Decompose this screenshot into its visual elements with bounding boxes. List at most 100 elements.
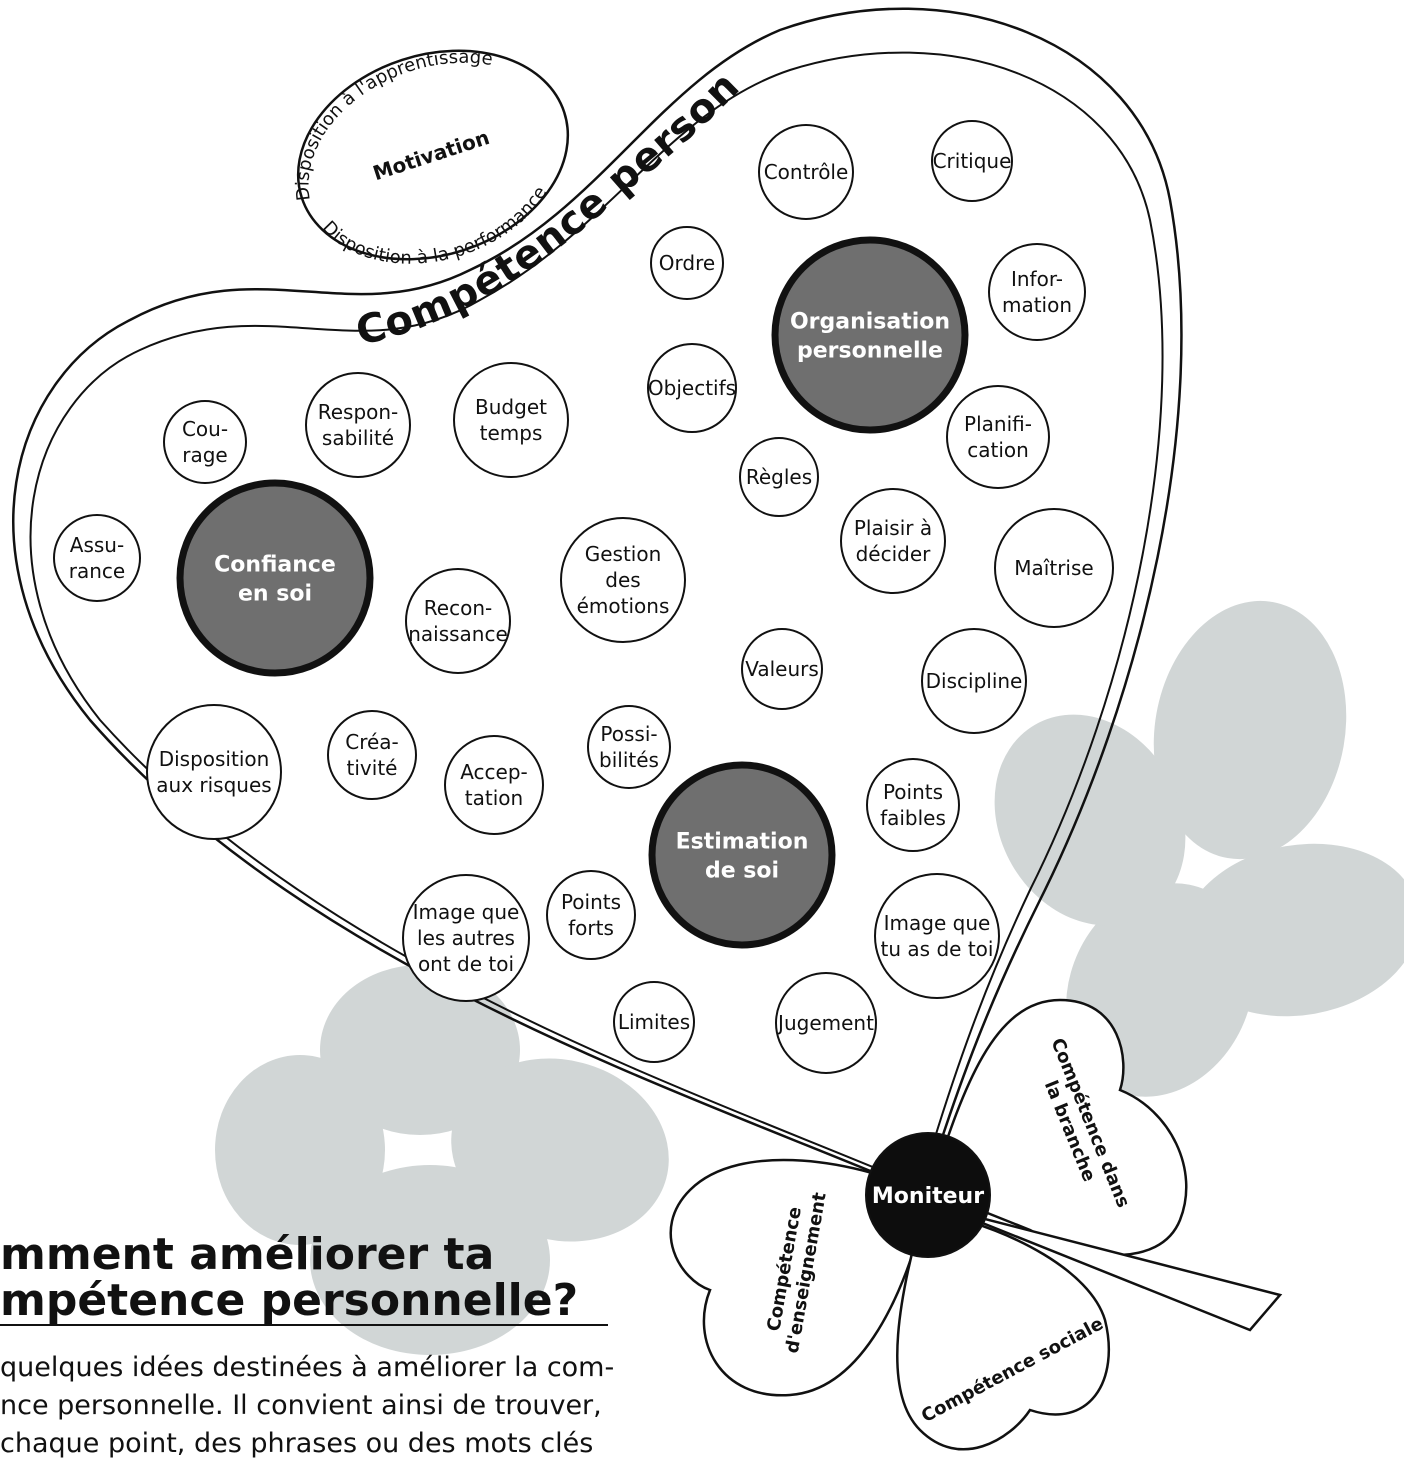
node-label: Valeurs [745, 657, 819, 681]
node-circle [305, 372, 411, 478]
stem [949, 1208, 1283, 1332]
node-circle [405, 568, 511, 674]
node-circle [613, 981, 695, 1063]
node-circle [758, 124, 854, 220]
node-jugement: Jugement [775, 972, 877, 1074]
motivation-oval [296, 49, 570, 261]
node-courage: Cou-rage [163, 400, 247, 484]
node-acceptation: Accep-tation [444, 735, 544, 835]
node-label: Maîtrise [1014, 556, 1093, 580]
moniteur-node [865, 1132, 991, 1258]
node-possibilites: Possi-bilités [587, 705, 671, 789]
node-circle [931, 120, 1013, 202]
node-label: Respon-sabilité [318, 400, 399, 450]
node-label: Infor-mation [1002, 267, 1072, 317]
node-assurance: Assu-rance [53, 514, 141, 602]
node-circle [946, 385, 1050, 489]
node-circle [994, 508, 1114, 628]
node-controle: Contrôle [758, 124, 854, 220]
node-circle [739, 437, 819, 517]
node-objectifs: Objectifs [647, 343, 737, 433]
node-label: Possi-bilités [599, 722, 659, 772]
node-circle [444, 735, 544, 835]
node-limites: Limites [613, 981, 695, 1063]
node-responsabilite: Respon-sabilité [305, 372, 411, 478]
main-node-circle [648, 761, 836, 949]
node-circle [146, 704, 282, 840]
node-label: Jugement [776, 1011, 874, 1035]
node-regles: Règles [739, 437, 819, 517]
node-label: Ordre [659, 251, 715, 275]
node-circle [560, 517, 686, 643]
main-node-circle [176, 479, 374, 677]
node-label: Contrôle [764, 160, 849, 184]
node-circle [453, 362, 569, 478]
petal-branche: Compétence dansla branche [928, 998, 1188, 1257]
node-circle [840, 488, 946, 594]
node-reconnaissance: Recon-naissance [405, 568, 511, 674]
node-circle [921, 628, 1027, 734]
node-label: Cou-rage [182, 417, 228, 467]
node-label: Assu-rance [69, 533, 125, 583]
node-circle [647, 343, 737, 433]
node-label: Objectifs [648, 376, 736, 400]
node-circle [988, 243, 1086, 341]
node-label: Règles [746, 465, 812, 489]
node-circle [741, 628, 823, 710]
node-circle [163, 400, 247, 484]
node-valeurs: Valeurs [741, 628, 823, 710]
node-label: Critique [933, 149, 1012, 173]
node-circle [866, 758, 960, 852]
node-circle [53, 514, 141, 602]
node-maitrise: Maîtrise [994, 508, 1114, 628]
node-circle [587, 705, 671, 789]
node-label: Accep-tation [460, 760, 528, 810]
node-label: Recon-naissance [408, 596, 508, 646]
clover-background-left [215, 965, 669, 1355]
node-label: Discipline [926, 669, 1023, 693]
node-circle [874, 873, 1000, 999]
node-circle [775, 972, 877, 1074]
node-planification: Planifi-cation [946, 385, 1050, 489]
heading-line-1: mment améliorer ta [0, 1229, 495, 1280]
node-ordre: Ordre [650, 226, 724, 300]
node-circle [546, 870, 636, 960]
body-line-2: nce personnelle. Il convient ainsi de tr… [0, 1390, 602, 1421]
petal-enseignement: Compétenced'enseignement [669, 1158, 932, 1397]
node-creativite: Créa-tivité [327, 710, 417, 800]
node-label: Créa-tivité [345, 730, 399, 780]
node-label: Limites [618, 1010, 690, 1034]
node-information: Infor-mation [988, 243, 1086, 341]
heart-outer-outline [12, 7, 1183, 1177]
node-circle [327, 710, 417, 800]
node-circle [650, 226, 724, 300]
body-line-1: quelques idées destinées à améliorer la … [0, 1352, 615, 1383]
body-line-3: chaque point, des phrases ou des mots cl… [0, 1428, 594, 1459]
main-node-circle [771, 236, 969, 434]
node-label: Planifi-cation [964, 412, 1032, 462]
moniteur-label: Moniteur [872, 1184, 984, 1209]
